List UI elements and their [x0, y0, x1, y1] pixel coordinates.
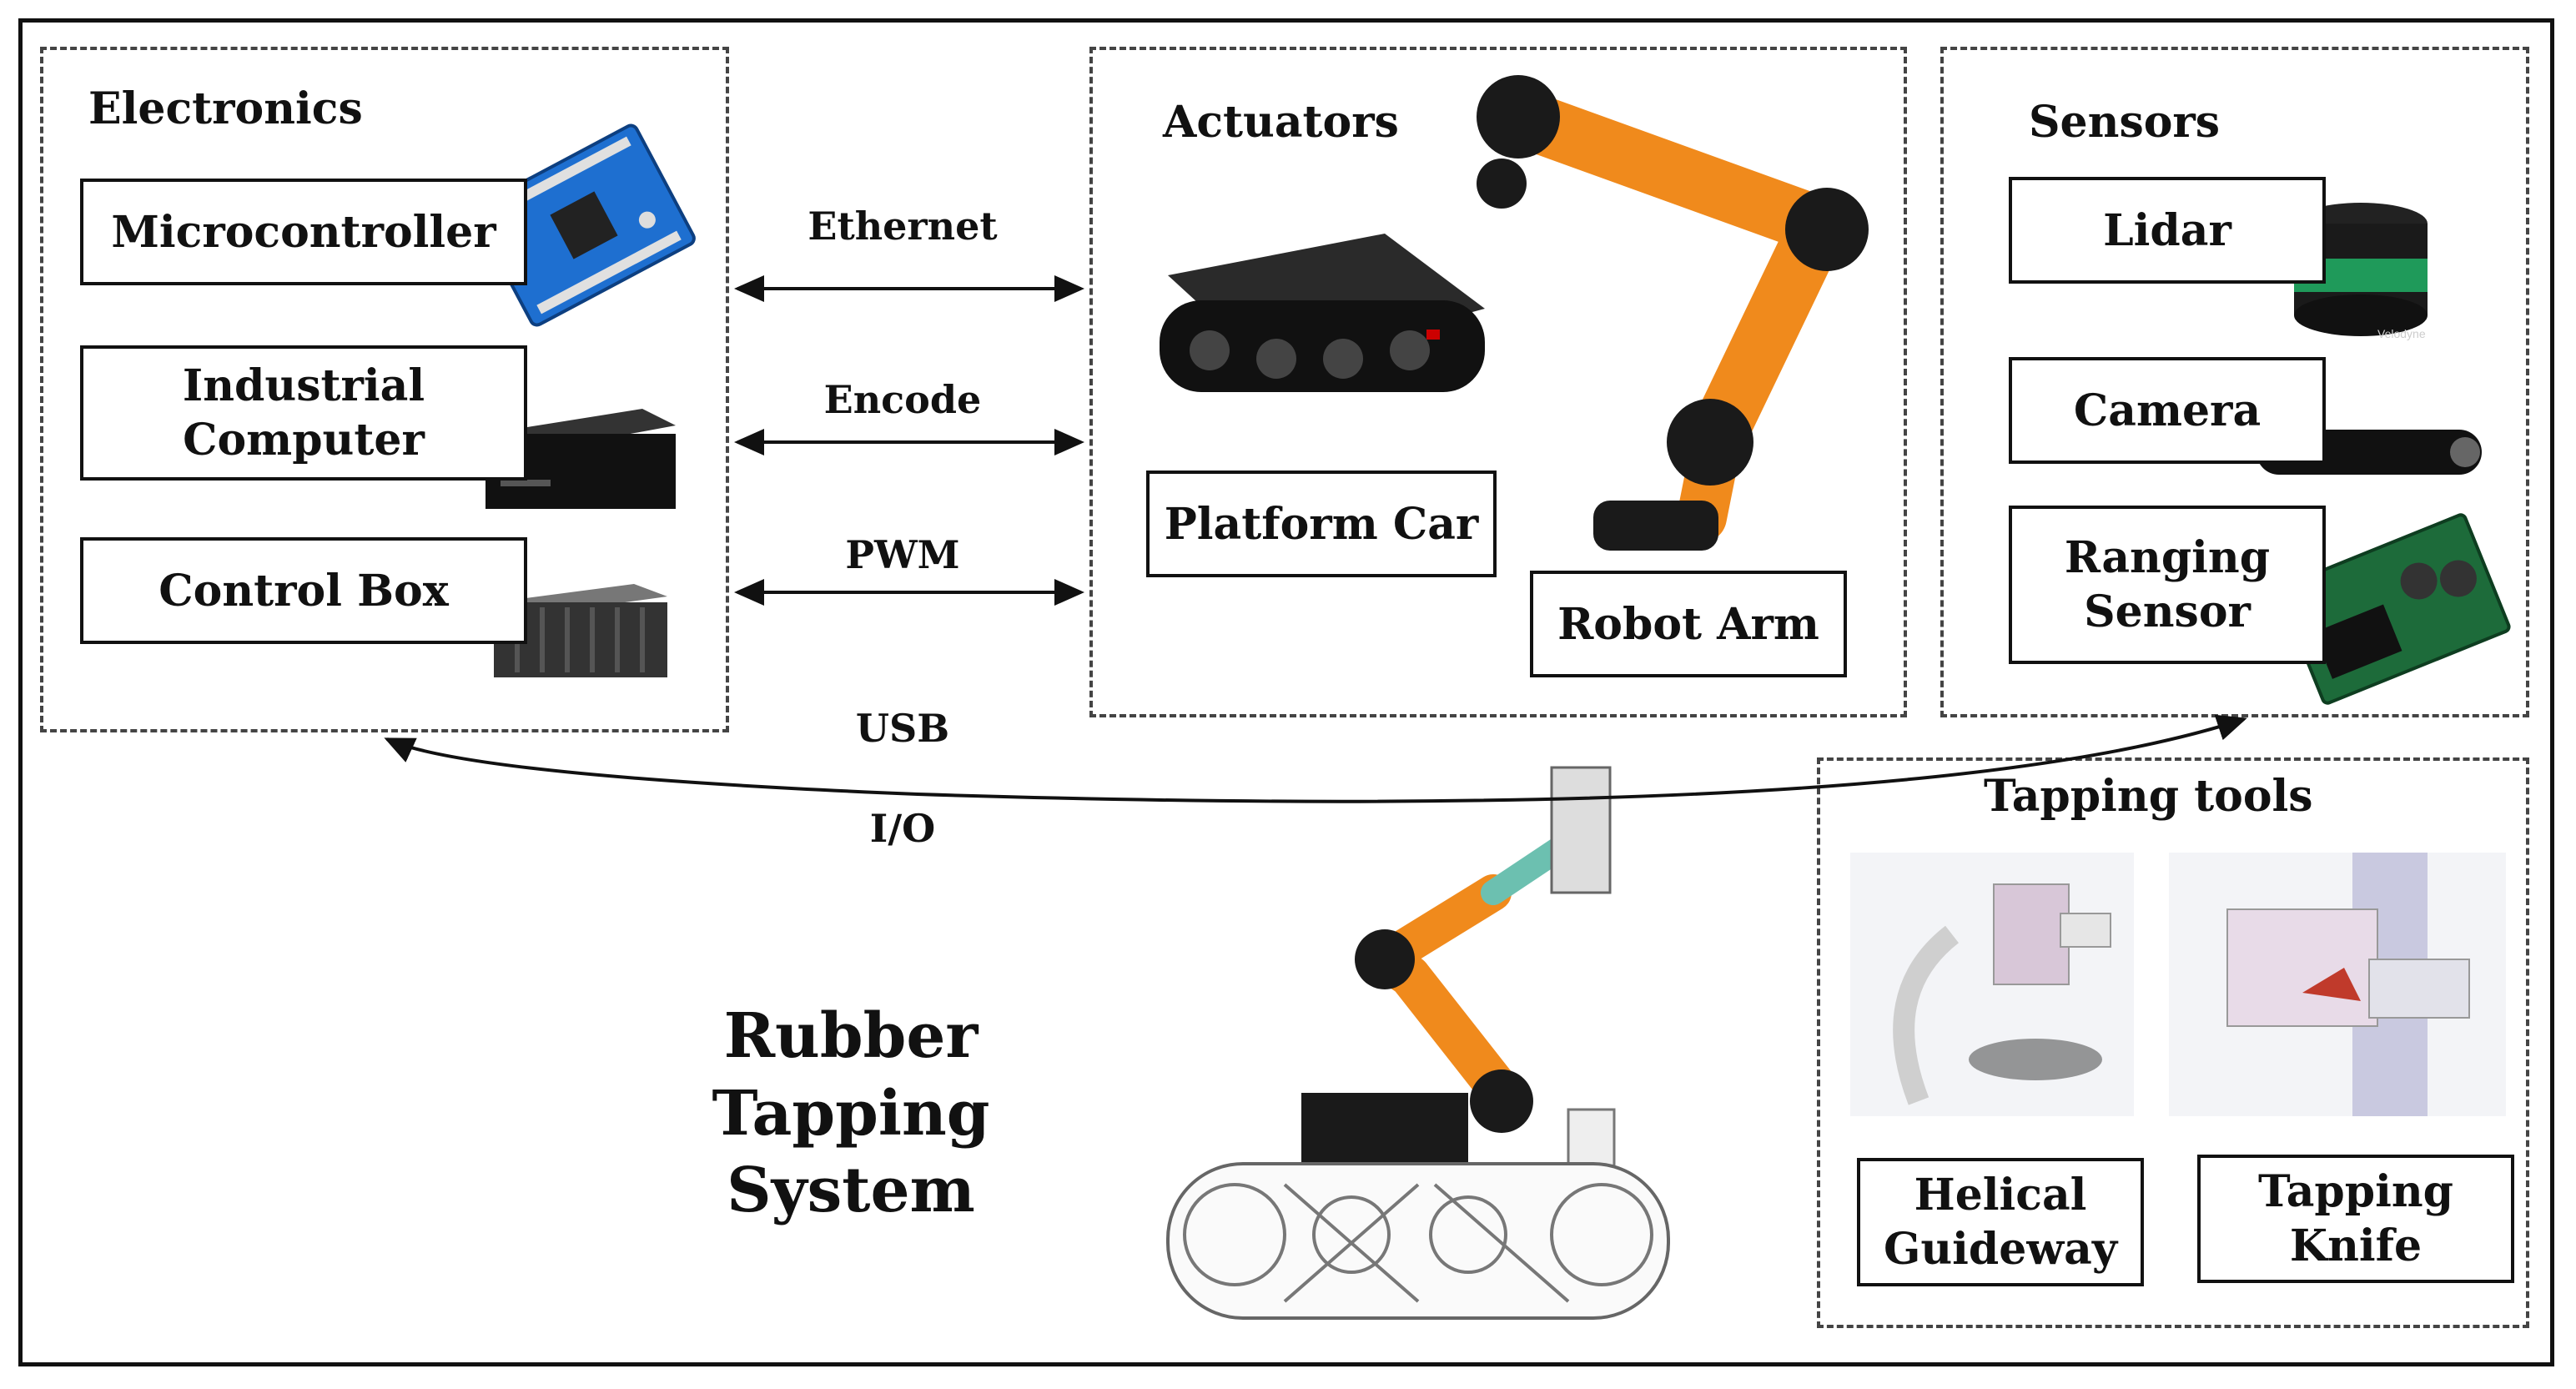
- lidar-box: Lidar: [2009, 177, 2326, 284]
- system-title: Rubber Tapping System: [712, 1000, 990, 1226]
- tapping-knife-image: [2169, 853, 2506, 1116]
- figure-frame: [18, 18, 2554, 1366]
- actuators-title: Actuators: [1163, 97, 1399, 148]
- ethernet-label: Ethernet: [808, 204, 998, 249]
- platform-car-image: [1160, 234, 1485, 392]
- tapping-tools-title: Tapping tools: [1984, 771, 2313, 822]
- helical-guideway-image: [1850, 853, 2134, 1116]
- io-label: I/O: [869, 806, 936, 851]
- industrial-computer-box: Industrial Computer: [80, 345, 527, 481]
- electronics-title: Electronics: [88, 83, 363, 134]
- ranging-sensor-box: Ranging Sensor: [2009, 506, 2326, 664]
- tapping-knife-box: Tapping Knife: [2197, 1155, 2514, 1283]
- usb-io-arrow: [384, 714, 2247, 803]
- platform-car-box: Platform Car: [1146, 471, 1497, 577]
- pwm-label: PWM: [845, 532, 960, 577]
- encode-label: Encode: [823, 377, 982, 422]
- camera-box: Camera: [2009, 357, 2326, 464]
- lidar-brand-label: Velodyne: [2377, 327, 2426, 340]
- ranging-sensor-image: [2277, 513, 2511, 705]
- robot-arm-box: Robot Arm: [1530, 571, 1847, 677]
- microcontroller-box: Microcontroller: [80, 179, 527, 285]
- helical-guideway-box: Helical Guideway: [1857, 1158, 2144, 1286]
- tapping-robot-image: [1166, 766, 1670, 1320]
- usb-label: USB: [855, 706, 950, 751]
- robot-arm-image: [1477, 75, 1869, 551]
- sensors-title: Sensors: [2029, 97, 2221, 148]
- control-box-box: Control Box: [80, 537, 527, 644]
